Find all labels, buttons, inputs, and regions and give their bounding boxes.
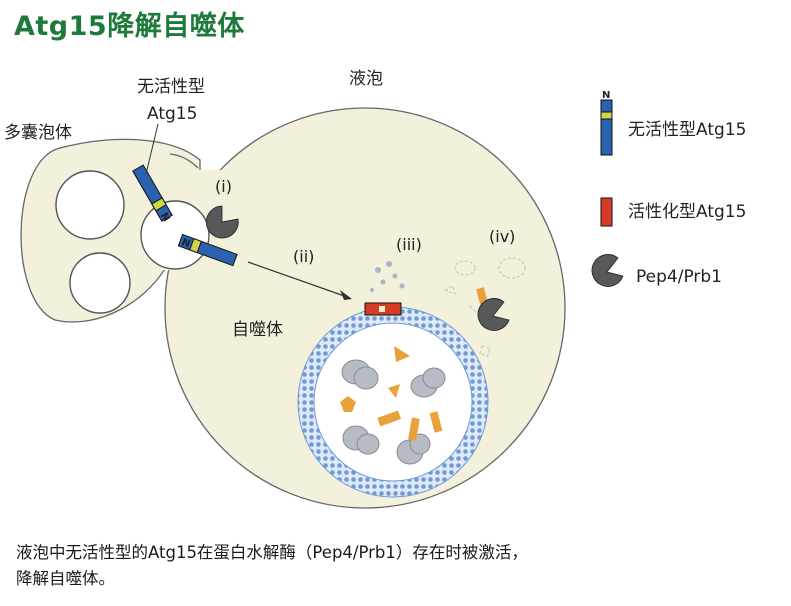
cargo-protein <box>340 346 443 441</box>
n-terminus-label: N <box>180 237 192 250</box>
cargo-aggregate <box>341 359 446 465</box>
vacuole-label: 液泡 <box>349 69 383 89</box>
inactive-atg15-label-line2: Atg15 <box>147 104 197 124</box>
caption-line-2: 降解自噬体。 <box>16 569 115 588</box>
inactive-atg15-bar-icon: N <box>600 90 613 156</box>
cargo-protein <box>476 287 488 305</box>
pep4-prb1-pacman-icon <box>591 254 624 287</box>
atg15-diagram: N N <box>4 69 746 509</box>
pep4-prb1-protease <box>205 205 239 239</box>
step-i-label: (i) <box>215 177 232 196</box>
label-leader-line <box>145 123 159 175</box>
legend-label-protease: Pep4/Prb1 <box>636 267 722 287</box>
atg15-inactive-molecule: N <box>132 164 173 224</box>
step-ii-label: (ii) <box>293 247 314 266</box>
legend-label-inactive: 无活性型Atg15 <box>628 120 746 140</box>
autophagosome <box>297 306 489 498</box>
mvb-label: 多囊泡体 <box>4 123 72 143</box>
degradation-fragments <box>370 261 405 292</box>
legend-label-active: 活性化型Atg15 <box>628 202 746 222</box>
step-iv-label: (iv) <box>489 227 515 246</box>
mvb-vesicle <box>69 252 131 314</box>
step-ii-arrow <box>247 261 351 299</box>
inactive-atg15-label-line1: 无活性型 <box>137 77 205 97</box>
figure-caption: 液泡中无活性型的Atg15在蛋白水解酶（Pep4/Prb1）存在时被激活， 降解… <box>16 540 756 592</box>
mvb-vesicle <box>55 170 125 240</box>
svg-text:N: N <box>602 90 610 101</box>
degraded-membrane <box>443 257 526 357</box>
step-iii-label: (iii) <box>396 235 422 254</box>
pep4-prb1-protease <box>477 298 510 331</box>
atg15-inactive-molecule: N <box>177 233 238 267</box>
caption-line-1: 液泡中无活性型的Atg15在蛋白水解酶（Pep4/Prb1）存在时被激活， <box>16 543 528 562</box>
legend: N 无活性型Atg15 活性化型Atg15 Pep4/Prb1 <box>591 90 746 287</box>
arrowhead-icon <box>340 290 352 300</box>
mvb-vesicle-with-atg15 <box>140 200 210 270</box>
page-title: Atg15降解自噬体 <box>14 11 245 42</box>
active-atg15-bar-icon <box>600 197 613 227</box>
autophagosome-label: 自噬体 <box>232 320 283 340</box>
